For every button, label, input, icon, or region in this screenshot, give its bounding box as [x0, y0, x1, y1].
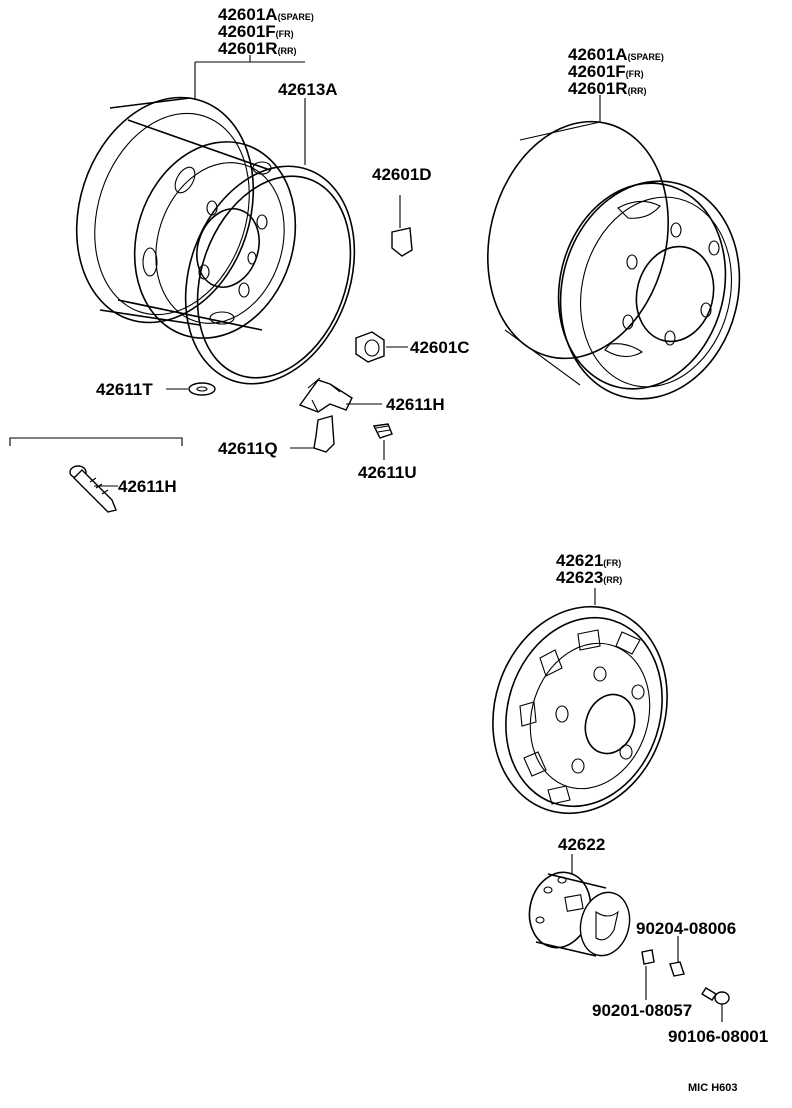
label-bolt-90106: 90106-08001	[668, 1027, 768, 1046]
svg-text:42621(FR): 42621(FR)	[556, 551, 621, 570]
svg-text:42601R(RR): 42601R(RR)	[218, 39, 297, 58]
nut-90201	[641, 949, 655, 1000]
label-cover-rr: 42623	[556, 568, 603, 587]
side-ring	[184, 165, 356, 385]
label-wheel-right: 42601A(SPARE) 42601F(FR) 42601R(RR)	[568, 45, 664, 98]
label-wheel-right-a: 42601A	[568, 45, 628, 64]
label-valve-cap: 42611U	[358, 463, 417, 482]
bolt-90106	[701, 987, 730, 1022]
label-wheel-right-f: 42601F	[568, 62, 626, 81]
label-hub-ornament: 42622	[558, 835, 605, 854]
label-wheel-left-r: 42601R	[218, 39, 278, 58]
label-washer: 42611T	[96, 380, 153, 399]
valve-clip	[298, 377, 382, 413]
drawing-code: MIC H603	[688, 1082, 738, 1094]
wheel-left	[75, 96, 297, 339]
svg-text:42623(RR): 42623(RR)	[556, 568, 622, 587]
wheel-right	[487, 95, 741, 400]
nut-90204	[669, 936, 685, 977]
label-wheel-left: 42601A(SPARE) 42601F(FR) 42601R(RR)	[218, 5, 314, 58]
svg-text:42601R(RR): 42601R(RR)	[568, 79, 647, 98]
label-cover-fr: 42621	[556, 551, 603, 570]
valve-stem	[69, 465, 118, 513]
label-valve-stem: 42611H	[118, 477, 177, 496]
label-cover: 42621(FR) 42623(RR)	[556, 551, 622, 587]
label-ring: 42613A	[278, 80, 338, 99]
label-wheel-left-f: 42601F	[218, 22, 276, 41]
group-bracket	[9, 437, 183, 446]
label-valve-clip: 42611H	[386, 395, 445, 414]
svg-text:42601A(SPARE): 42601A(SPARE)	[218, 5, 314, 24]
clip-q	[290, 415, 335, 453]
wheel-nut	[355, 331, 408, 363]
svg-text:42601F(FR): 42601F(FR)	[568, 62, 644, 81]
washer	[166, 382, 216, 396]
leaders-left-wheel	[194, 55, 306, 165]
label-nut-90201: 90201-08057	[592, 1001, 692, 1020]
balance-weight	[391, 195, 413, 257]
label-nut-90204: 90204-08006	[636, 919, 736, 938]
label-balance-weight: 42601D	[372, 165, 432, 184]
label-clip-q: 42611Q	[218, 439, 278, 458]
label-nut: 42601C	[410, 338, 470, 357]
hub-ornament	[528, 854, 631, 957]
svg-text:42601A(SPARE): 42601A(SPARE)	[568, 45, 664, 64]
svg-text:42601F(FR): 42601F(FR)	[218, 22, 294, 41]
valve-cap	[372, 423, 393, 460]
label-wheel-left-a: 42601A	[218, 5, 278, 24]
wheel-cover	[492, 588, 668, 815]
label-wheel-right-r: 42601R	[568, 79, 628, 98]
